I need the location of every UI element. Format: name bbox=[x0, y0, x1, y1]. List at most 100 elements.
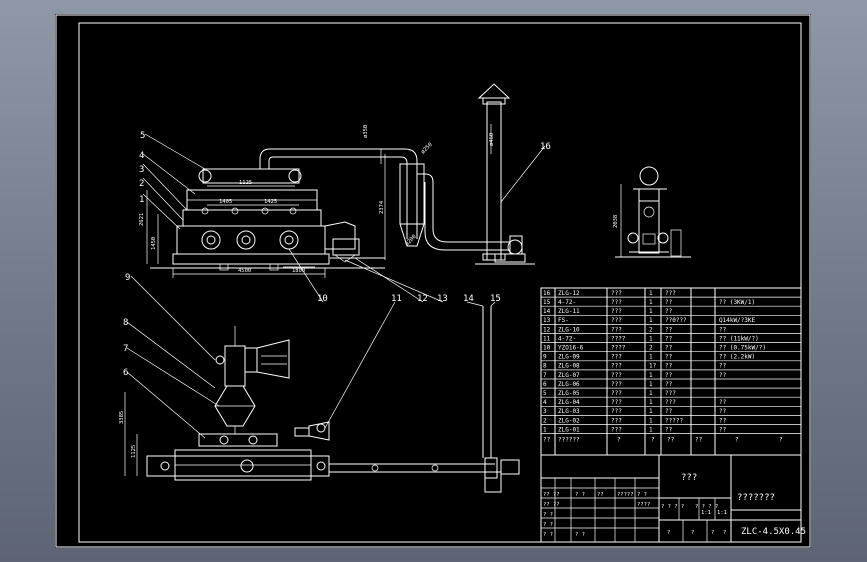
parts-cell-no: 12 bbox=[543, 326, 551, 333]
parts-cell-mat: ?? bbox=[665, 363, 673, 370]
parts-cell-no: 3 bbox=[543, 408, 547, 415]
parts-cell-note: ?? (0.75kW/?) bbox=[719, 345, 766, 352]
parts-cell-code: ZLG-11 bbox=[558, 308, 580, 315]
outer-border bbox=[55, 14, 811, 548]
parts-cell-mat: ??0??? bbox=[665, 317, 687, 324]
parts-cell-name: ??? bbox=[611, 417, 622, 424]
parts-cell-name: ??? bbox=[611, 363, 622, 370]
parts-cell-no: 13 bbox=[543, 317, 551, 324]
leader-label-13: 13 bbox=[437, 294, 448, 304]
small-cell: ? ? ? ? bbox=[661, 504, 684, 510]
parts-cell-name: ??? bbox=[611, 408, 622, 415]
title-block-company: ??????? bbox=[737, 493, 775, 503]
inner-border bbox=[78, 22, 802, 543]
parts-cell-name: ??? bbox=[611, 317, 622, 324]
parts-cell-name: ??? bbox=[611, 326, 622, 333]
parts-cell-mat: ?? bbox=[665, 354, 673, 361]
parts-cell-qty: 1 bbox=[649, 354, 653, 361]
leader-label-1: 1 bbox=[139, 195, 144, 205]
parts-cell-code: 4-72- bbox=[558, 299, 576, 306]
leader-label-2: 2 bbox=[139, 179, 144, 189]
parts-cell-mat: ????? bbox=[665, 417, 683, 424]
vibration-motor-icon bbox=[201, 230, 221, 250]
parts-cell-mat: ?? bbox=[665, 372, 673, 379]
parts-cell-no: 5 bbox=[543, 390, 547, 397]
parts-cell-mat: ?? bbox=[665, 308, 673, 315]
parts-cell-note: ?? bbox=[719, 363, 727, 370]
leader-label-14: 14 bbox=[463, 294, 474, 304]
parts-cell-no: 2 bbox=[543, 417, 547, 424]
parts-cell-mat: ?? bbox=[665, 426, 673, 433]
small-cell: ? ? bbox=[575, 532, 585, 538]
parts-cell-mat: ?? bbox=[665, 335, 673, 342]
parts-cell-name: ???? bbox=[611, 335, 626, 342]
parts-cell-name: ??? bbox=[611, 354, 622, 361]
drawing-sheet: 4500 1800 1405 1425 1125 2621 1450 2374 … bbox=[55, 14, 811, 548]
parts-cell-code: ZLG-09 bbox=[558, 354, 580, 361]
dim-1125b: 1125 bbox=[131, 445, 137, 458]
title-block-name: ??? bbox=[681, 473, 697, 483]
parts-cell-code: YZO16-6 bbox=[558, 345, 584, 352]
leader-label-5: 5 bbox=[140, 131, 145, 141]
leader-label-12: 12 bbox=[417, 294, 428, 304]
leader-label-9: 9 bbox=[125, 273, 130, 283]
small-cell: ? ? bbox=[543, 512, 553, 518]
dim-1800: 1800 bbox=[292, 268, 305, 274]
parts-cell-code: ZLG-02 bbox=[558, 417, 580, 424]
dim-1450: 1450 bbox=[151, 237, 157, 250]
dim-d460: ø460 bbox=[489, 133, 495, 146]
parts-cell-no: 4 bbox=[543, 399, 547, 406]
dim-3385: 3385 bbox=[119, 411, 125, 424]
vibration-motor-icon bbox=[236, 230, 256, 250]
parts-cell-name: ???? bbox=[611, 345, 626, 352]
parts-cell-note: ?? bbox=[719, 399, 727, 406]
parts-cell-code: ZLG-04 bbox=[558, 399, 580, 406]
parts-cell-qty: 1? bbox=[649, 363, 657, 370]
parts-cell-name: ??? bbox=[611, 381, 622, 388]
parts-cell-note: ?? bbox=[719, 426, 727, 433]
parts-cell-name: ??? bbox=[611, 399, 622, 406]
parts-cell-note: ?? bbox=[719, 417, 727, 424]
leader-label-16: 16 bbox=[540, 142, 551, 152]
parts-cell-no: 9 bbox=[543, 354, 547, 361]
small-cell: ????? bbox=[617, 492, 634, 498]
dim-2038: 2038 bbox=[613, 215, 619, 228]
small-cell: ? ? bbox=[575, 492, 585, 498]
plan-view: 3385 1125 9 8 7 6 11 14 15 bbox=[119, 273, 520, 493]
leader-label-6: 6 bbox=[123, 368, 128, 378]
dim-1425: 1425 bbox=[264, 199, 277, 205]
dim-2621: 2621 bbox=[139, 213, 145, 226]
title-block: ??? ??????? ZLC-4.5X0.45 ?? ?? ? ? ?? ??… bbox=[540, 454, 806, 543]
parts-cell-no: 1 bbox=[543, 426, 547, 433]
dim-1125: 1125 bbox=[239, 180, 252, 186]
parts-cell-qty: 1 bbox=[649, 390, 653, 397]
small-cell: ? bbox=[667, 530, 670, 536]
side-view: 2038 bbox=[613, 166, 691, 258]
parts-cell-no: 7 bbox=[543, 372, 547, 379]
parts-cell-name: ??? bbox=[611, 426, 622, 433]
parts-cell-no: 11 bbox=[543, 335, 551, 342]
parts-cell-mat: ?? bbox=[665, 299, 673, 306]
parts-cell-qty: 1 bbox=[649, 372, 653, 379]
small-cell: ? bbox=[691, 530, 694, 536]
parts-cell-note: ?? (2.2kW) bbox=[719, 354, 755, 361]
parts-cell-note: ?? bbox=[719, 326, 727, 333]
small-cell: ?? ?? bbox=[543, 502, 560, 508]
parts-cell-qty: 1 bbox=[649, 417, 653, 424]
dim-d250: ø250 bbox=[420, 142, 434, 156]
parts-cell-qty: 1 bbox=[649, 290, 653, 297]
small-cell: 1:1 bbox=[701, 510, 711, 516]
leader-label-3: 3 bbox=[139, 165, 144, 175]
parts-cell-mat: ?? bbox=[665, 345, 673, 352]
parts-cell-note: ?? bbox=[719, 372, 727, 379]
parts-cell-code: FS- bbox=[558, 317, 569, 324]
parts-header-remark: ? bbox=[735, 437, 739, 444]
parts-cell-no: 15 bbox=[543, 299, 551, 306]
parts-header-note: ? bbox=[779, 437, 783, 444]
parts-cell-note: ?? bbox=[719, 408, 727, 415]
parts-cell-mat: ?? bbox=[665, 381, 673, 388]
dim-d200: ø200 bbox=[404, 234, 418, 248]
parts-cell-name: ??? bbox=[611, 372, 622, 379]
parts-cell-qty: 1 bbox=[649, 408, 653, 415]
